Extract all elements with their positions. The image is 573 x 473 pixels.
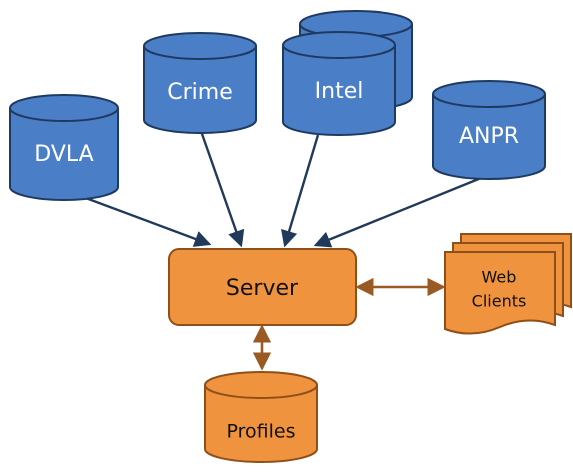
profiles-label: Profiles — [227, 421, 296, 443]
anpr-database-body — [432, 94, 546, 180]
crime-database-top — [143, 32, 257, 60]
profiles-database-top — [204, 371, 318, 399]
arrow-crime-to-server — [199, 130, 245, 248]
server-box — [168, 248, 357, 326]
server-node: Server — [168, 248, 357, 326]
crime-database: Crime — [143, 32, 257, 134]
anpr-label: ANPR — [459, 124, 519, 149]
crime-database-body — [143, 46, 257, 134]
arrow-intel-to-server — [281, 134, 320, 248]
connections — [74, 130, 487, 371]
intel-database-front-top — [282, 31, 396, 59]
crime-label: Crime — [167, 80, 232, 105]
server-label: Server — [226, 276, 299, 301]
web-clients-label-line2: Clients — [472, 292, 527, 311]
arrow-anpr-to-server — [313, 174, 487, 248]
intel-database: Intel — [282, 10, 413, 136]
web-clients-node: Web Clients — [444, 233, 572, 335]
profiles-database-body — [204, 385, 318, 463]
web-clients-page-front — [444, 251, 556, 335]
intel-database-front-body — [282, 45, 396, 136]
dvla-database-body — [9, 108, 119, 201]
dvla-database: DVLA — [9, 94, 119, 201]
dvla-label: DVLA — [34, 142, 93, 167]
intel-label: Intel — [315, 79, 364, 104]
dvla-database-top — [9, 94, 119, 122]
anpr-database-top — [432, 80, 546, 108]
profiles-database: Profiles — [204, 371, 318, 463]
anpr-database: ANPR — [432, 80, 546, 180]
web-clients-label-line1: Web — [482, 268, 517, 287]
arrow-dvla-to-server — [74, 192, 212, 247]
